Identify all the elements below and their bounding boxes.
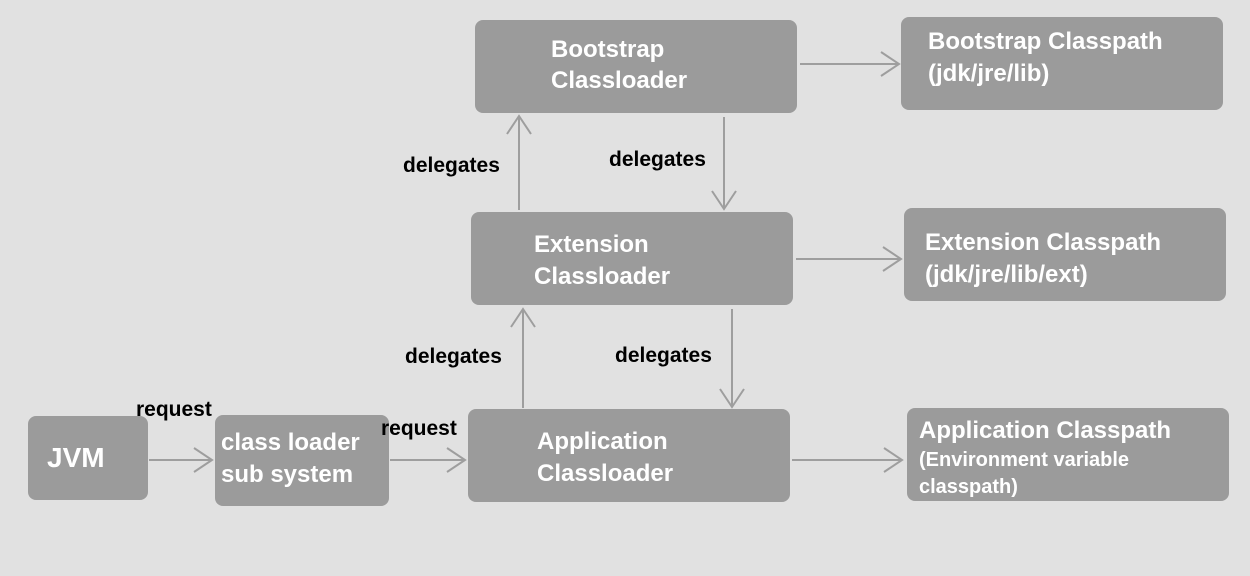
arrow-extension-to-classpath	[796, 246, 903, 272]
subsystem-line1: class loader	[221, 429, 360, 456]
application-classpath-box: Application Classpath (Environment varia…	[907, 408, 1229, 501]
arrow-jvm-request	[149, 447, 214, 473]
arrow-application-to-classpath	[792, 447, 904, 473]
bootstrap-classloader-box: Bootstrap Classloader	[475, 20, 797, 113]
extension-classpath-box: Extension Classpath (jdk/jre/lib/ext)	[904, 208, 1226, 301]
delegates-label-lower-right: delegates	[615, 344, 712, 367]
arrow-extension-delegates-up	[506, 114, 532, 210]
application-classloader-line2: Classloader	[537, 460, 674, 487]
arrow-extension-delegates-down	[719, 309, 745, 409]
extension-classloader-line1: Extension	[534, 231, 649, 258]
bootstrap-classpath-line2: (jdk/jre/lib)	[928, 60, 1050, 87]
jvm-box: JVM	[28, 416, 148, 500]
class-loader-subsystem-box: class loader sub system	[215, 415, 389, 506]
subsystem-line2: sub system	[221, 461, 354, 488]
bootstrap-classpath-box: Bootstrap Classpath (jdk/jre/lib)	[901, 17, 1223, 110]
application-classloader-box: Application Classloader	[468, 409, 790, 502]
delegates-label-upper-right: delegates	[609, 148, 706, 171]
request-label-jvm: request	[136, 398, 212, 421]
application-classpath-line3: classpath)	[919, 476, 1018, 498]
bootstrap-classloader-line1: Bootstrap	[551, 36, 665, 63]
arrow-bootstrap-delegates-down	[711, 117, 737, 211]
jvm-label: JVM	[47, 442, 105, 473]
extension-classloader-line2: Classloader	[534, 263, 671, 290]
extension-classloader-box: Extension Classloader	[471, 212, 793, 305]
delegates-label-upper-left: delegates	[403, 154, 500, 177]
application-classloader-line1: Application	[537, 428, 668, 455]
extension-classpath-line2: (jdk/jre/lib/ext)	[925, 261, 1088, 288]
extension-classpath-line1: Extension Classpath	[925, 229, 1162, 256]
arrow-bootstrap-to-classpath	[800, 51, 901, 77]
arrow-subsystem-request	[390, 447, 467, 473]
request-label-subsystem: request	[381, 417, 457, 440]
application-classpath-line1: Application Classpath	[919, 417, 1172, 444]
arrow-application-delegates-up	[510, 307, 536, 408]
delegates-label-lower-left: delegates	[405, 345, 502, 368]
application-classpath-line2: (Environment variable	[919, 449, 1130, 471]
bootstrap-classloader-line2: Classloader	[551, 67, 688, 94]
bootstrap-classpath-line1: Bootstrap Classpath	[928, 28, 1163, 55]
